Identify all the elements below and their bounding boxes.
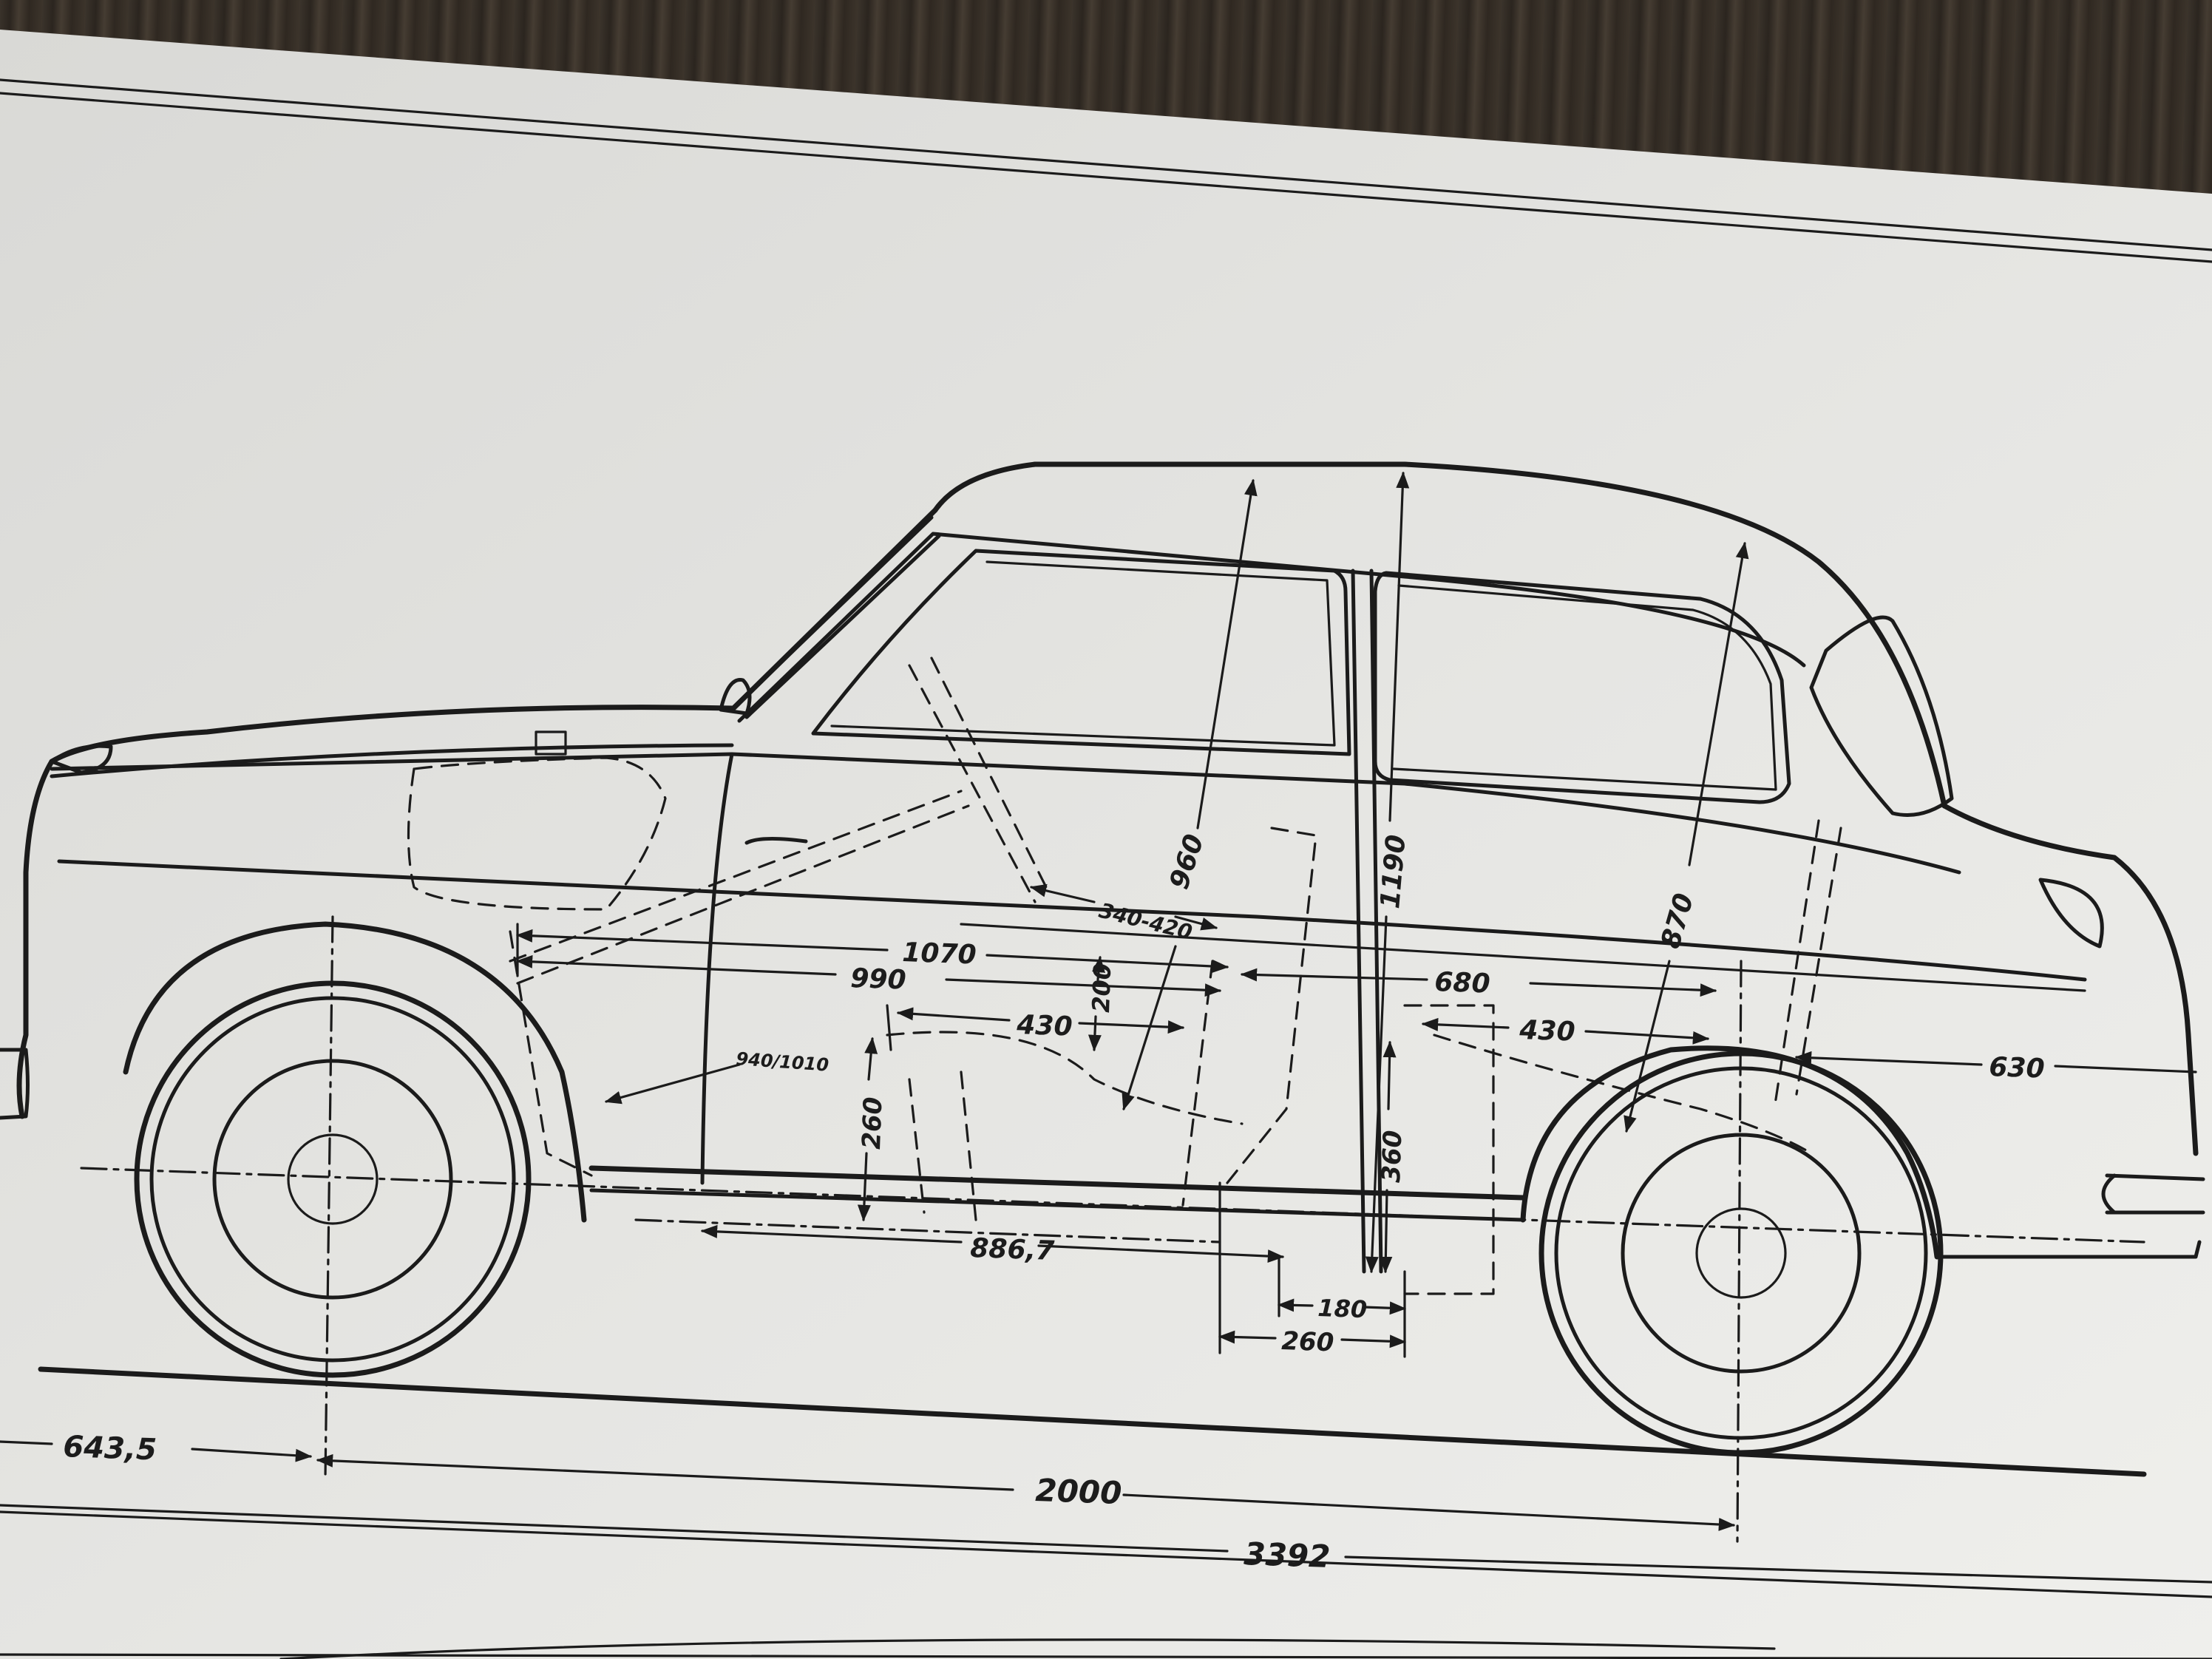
- label-seat-height-200: 200: [1087, 963, 1116, 1013]
- car-sill: [588, 1165, 1526, 1201]
- car-beltline: [50, 752, 1961, 875]
- dimension-baseline-1: [0, 1510, 2212, 1598]
- taillight: [2038, 878, 2104, 949]
- paper-sheet: [0, 30, 2212, 1659]
- label-overall-length: 3392: [1244, 1536, 1331, 1575]
- car-rear-side-window: [1373, 571, 1791, 804]
- label-rear-630: 630: [1989, 1052, 2046, 1085]
- dimension-lines: [0, 471, 2212, 1584]
- car-front-end: [16, 759, 55, 1119]
- car-rear-side-window-inner: [1392, 584, 1777, 791]
- label-front-overhang: 643,5: [63, 1430, 157, 1467]
- car-roof-outline: [729, 461, 1947, 809]
- car-front-window-inner: [830, 560, 1336, 747]
- headlight: [50, 744, 113, 775]
- label-wheelbase: 2000: [1035, 1472, 1123, 1511]
- border-line-top-inner: [0, 92, 2212, 263]
- car-rear-window: [1809, 615, 1954, 817]
- label-floor-260: 260: [857, 1096, 888, 1150]
- label-rear-seat-360: 360: [1377, 1130, 1408, 1183]
- car-windshield: [730, 515, 941, 719]
- label-rear-seat-430: 430: [1519, 1015, 1576, 1048]
- wheel-horizontal-centerline: [80, 1167, 2145, 1244]
- car-door: [700, 752, 734, 1185]
- label-interior-1070: 1070: [902, 937, 977, 970]
- car-b-pillar: [1351, 569, 1383, 1274]
- car-front-bumper: [0, 1048, 30, 1120]
- label-interior-990: 990: [850, 963, 907, 996]
- label-height-1190: 1190: [1375, 833, 1412, 909]
- interior-hidden-lines: [407, 657, 1842, 1295]
- rear-fender-line: [1935, 1240, 2202, 1259]
- front-wheel-arch: [123, 921, 587, 1223]
- car-side-stripe: [57, 859, 2087, 982]
- car-roof-inner-line: [737, 532, 1806, 723]
- label-front-seat-430: 430: [1016, 1010, 1073, 1042]
- fuel-cap: [535, 730, 567, 756]
- rear-axle-centerline: [1736, 960, 1743, 1543]
- side-mirror: [719, 678, 752, 716]
- label-floor-886-7: 886,7: [970, 1233, 1055, 1266]
- car-rear-end: [1941, 803, 2199, 1156]
- border-line-top: [0, 78, 2212, 251]
- label-gap-180: 180: [1317, 1294, 1368, 1323]
- front-axle-centerline: [324, 915, 334, 1480]
- car-side-stripe-lower: [960, 923, 2086, 992]
- label-gap-260: 260: [1281, 1326, 1334, 1357]
- label-rear-legroom-680: 680: [1434, 967, 1491, 1000]
- car-rear-bumper: [2101, 1173, 2205, 1215]
- car-front-window: [811, 549, 1351, 756]
- next-view-outline: [279, 1638, 1776, 1659]
- door-handle: [744, 836, 808, 845]
- ground-line: [38, 1366, 2147, 1477]
